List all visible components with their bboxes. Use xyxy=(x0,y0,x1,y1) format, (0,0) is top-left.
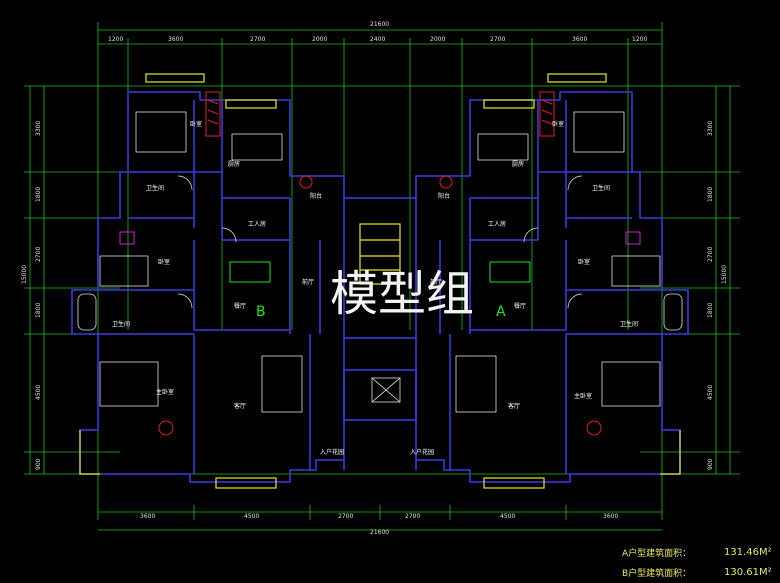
room-bath2-right: 卫生间 xyxy=(620,320,638,328)
dim-top-seg: 2400 xyxy=(370,36,385,43)
room-entry-left: 入户花园 xyxy=(320,448,344,456)
dim-bottom-seg: 3600 xyxy=(603,513,618,520)
room-master-left: 主卧室 xyxy=(156,388,174,396)
room-living-left: 客厅 xyxy=(234,402,246,410)
room-bedroom-right-mid: 卧室 xyxy=(578,258,590,266)
dim-top-total: 21600 xyxy=(370,21,389,28)
dim-top-seg: 1200 xyxy=(632,36,647,43)
dim-top-seg: 2000 xyxy=(312,36,327,43)
area-label-b: B户型建筑面积： xyxy=(622,567,691,579)
watermark-text: 模型组 xyxy=(330,266,474,322)
dim-bottom-seg: 2700 xyxy=(338,513,353,520)
furniture xyxy=(77,111,683,436)
room-bedroom-left-top: 卧室 xyxy=(190,120,202,128)
dim-top-seg: 2700 xyxy=(490,36,505,43)
dim-left-seg: 3300 xyxy=(35,121,42,136)
dim-left-total: 15000 xyxy=(21,265,28,284)
room-bath-right: 卫生间 xyxy=(592,184,610,192)
dim-left-seg: 900 xyxy=(35,458,42,470)
dim-top-seg: 3600 xyxy=(572,36,587,43)
room-master-right: 主卧室 xyxy=(574,392,592,400)
dim-right-total: 15000 xyxy=(721,265,728,284)
area-label-a: A户型建筑面积： xyxy=(622,547,691,559)
dim-bottom-seg: 4500 xyxy=(244,513,259,520)
dim-bottom-seg: 4500 xyxy=(500,513,515,520)
unit-label-a: A xyxy=(496,304,506,320)
dim-right-seg: 2700 xyxy=(707,247,714,262)
closets xyxy=(205,91,555,137)
dim-left-seg: 1800 xyxy=(35,187,42,202)
walls xyxy=(71,91,689,483)
dim-bottom-seg: 3600 xyxy=(140,513,155,520)
dim-left-seg: 1800 xyxy=(35,303,42,318)
dim-left-seg: 4500 xyxy=(35,385,42,400)
room-kitchen-right: 厨房 xyxy=(512,160,524,168)
dim-top-seg: 2700 xyxy=(250,36,265,43)
dim-right-seg: 4500 xyxy=(707,385,714,400)
room-lift-right: 前厅 xyxy=(430,278,442,286)
room-bath-left: 卫生间 xyxy=(146,184,164,192)
dim-bottom-seg: 2700 xyxy=(405,513,420,520)
room-dining-left: 餐厅 xyxy=(234,302,246,310)
room-labels: 卧室 卧室 厨房 厨房 阳台 阳台 卫生间 卫生间 工人房 工人房 卧室 卧室 … xyxy=(112,120,638,456)
room-kitchen-left: 厨房 xyxy=(228,160,240,168)
room-bath2-left: 卫生间 xyxy=(112,320,130,328)
room-bedroom-right-top: 卧室 xyxy=(552,120,564,128)
windows xyxy=(79,73,681,489)
room-bedroom-left-mid: 卧室 xyxy=(158,258,170,266)
unit-label-b: B xyxy=(256,304,266,320)
room-lift-left: 前厅 xyxy=(302,278,314,286)
room-servant-right: 工人房 xyxy=(488,220,506,228)
dimension-labels: 21600 1200 3600 2700 2000 2400 2000 2700… xyxy=(21,21,728,536)
dim-right-seg: 900 xyxy=(707,458,714,470)
room-dining-right: 餐厅 xyxy=(514,302,526,310)
dim-left-seg: 2700 xyxy=(35,247,42,262)
room-servant-left: 工人房 xyxy=(248,220,266,228)
dim-right-seg: 1800 xyxy=(707,303,714,318)
room-balcony-right: 阳台 xyxy=(438,192,450,200)
area-value-a: 131.46M² xyxy=(724,547,772,558)
dim-bottom-total: 21600 xyxy=(370,529,389,536)
dim-top-seg: 2000 xyxy=(430,36,445,43)
dim-top-seg: 1200 xyxy=(108,36,123,43)
room-balcony-left: 阳台 xyxy=(310,192,322,200)
room-entry-right: 入户花园 xyxy=(410,448,434,456)
room-living-right: 客厅 xyxy=(508,402,520,410)
dim-right-seg: 1800 xyxy=(707,187,714,202)
dim-top-seg: 3600 xyxy=(168,36,183,43)
area-value-b: 130.61M² xyxy=(724,567,772,578)
dim-right-seg: 3300 xyxy=(707,121,714,136)
